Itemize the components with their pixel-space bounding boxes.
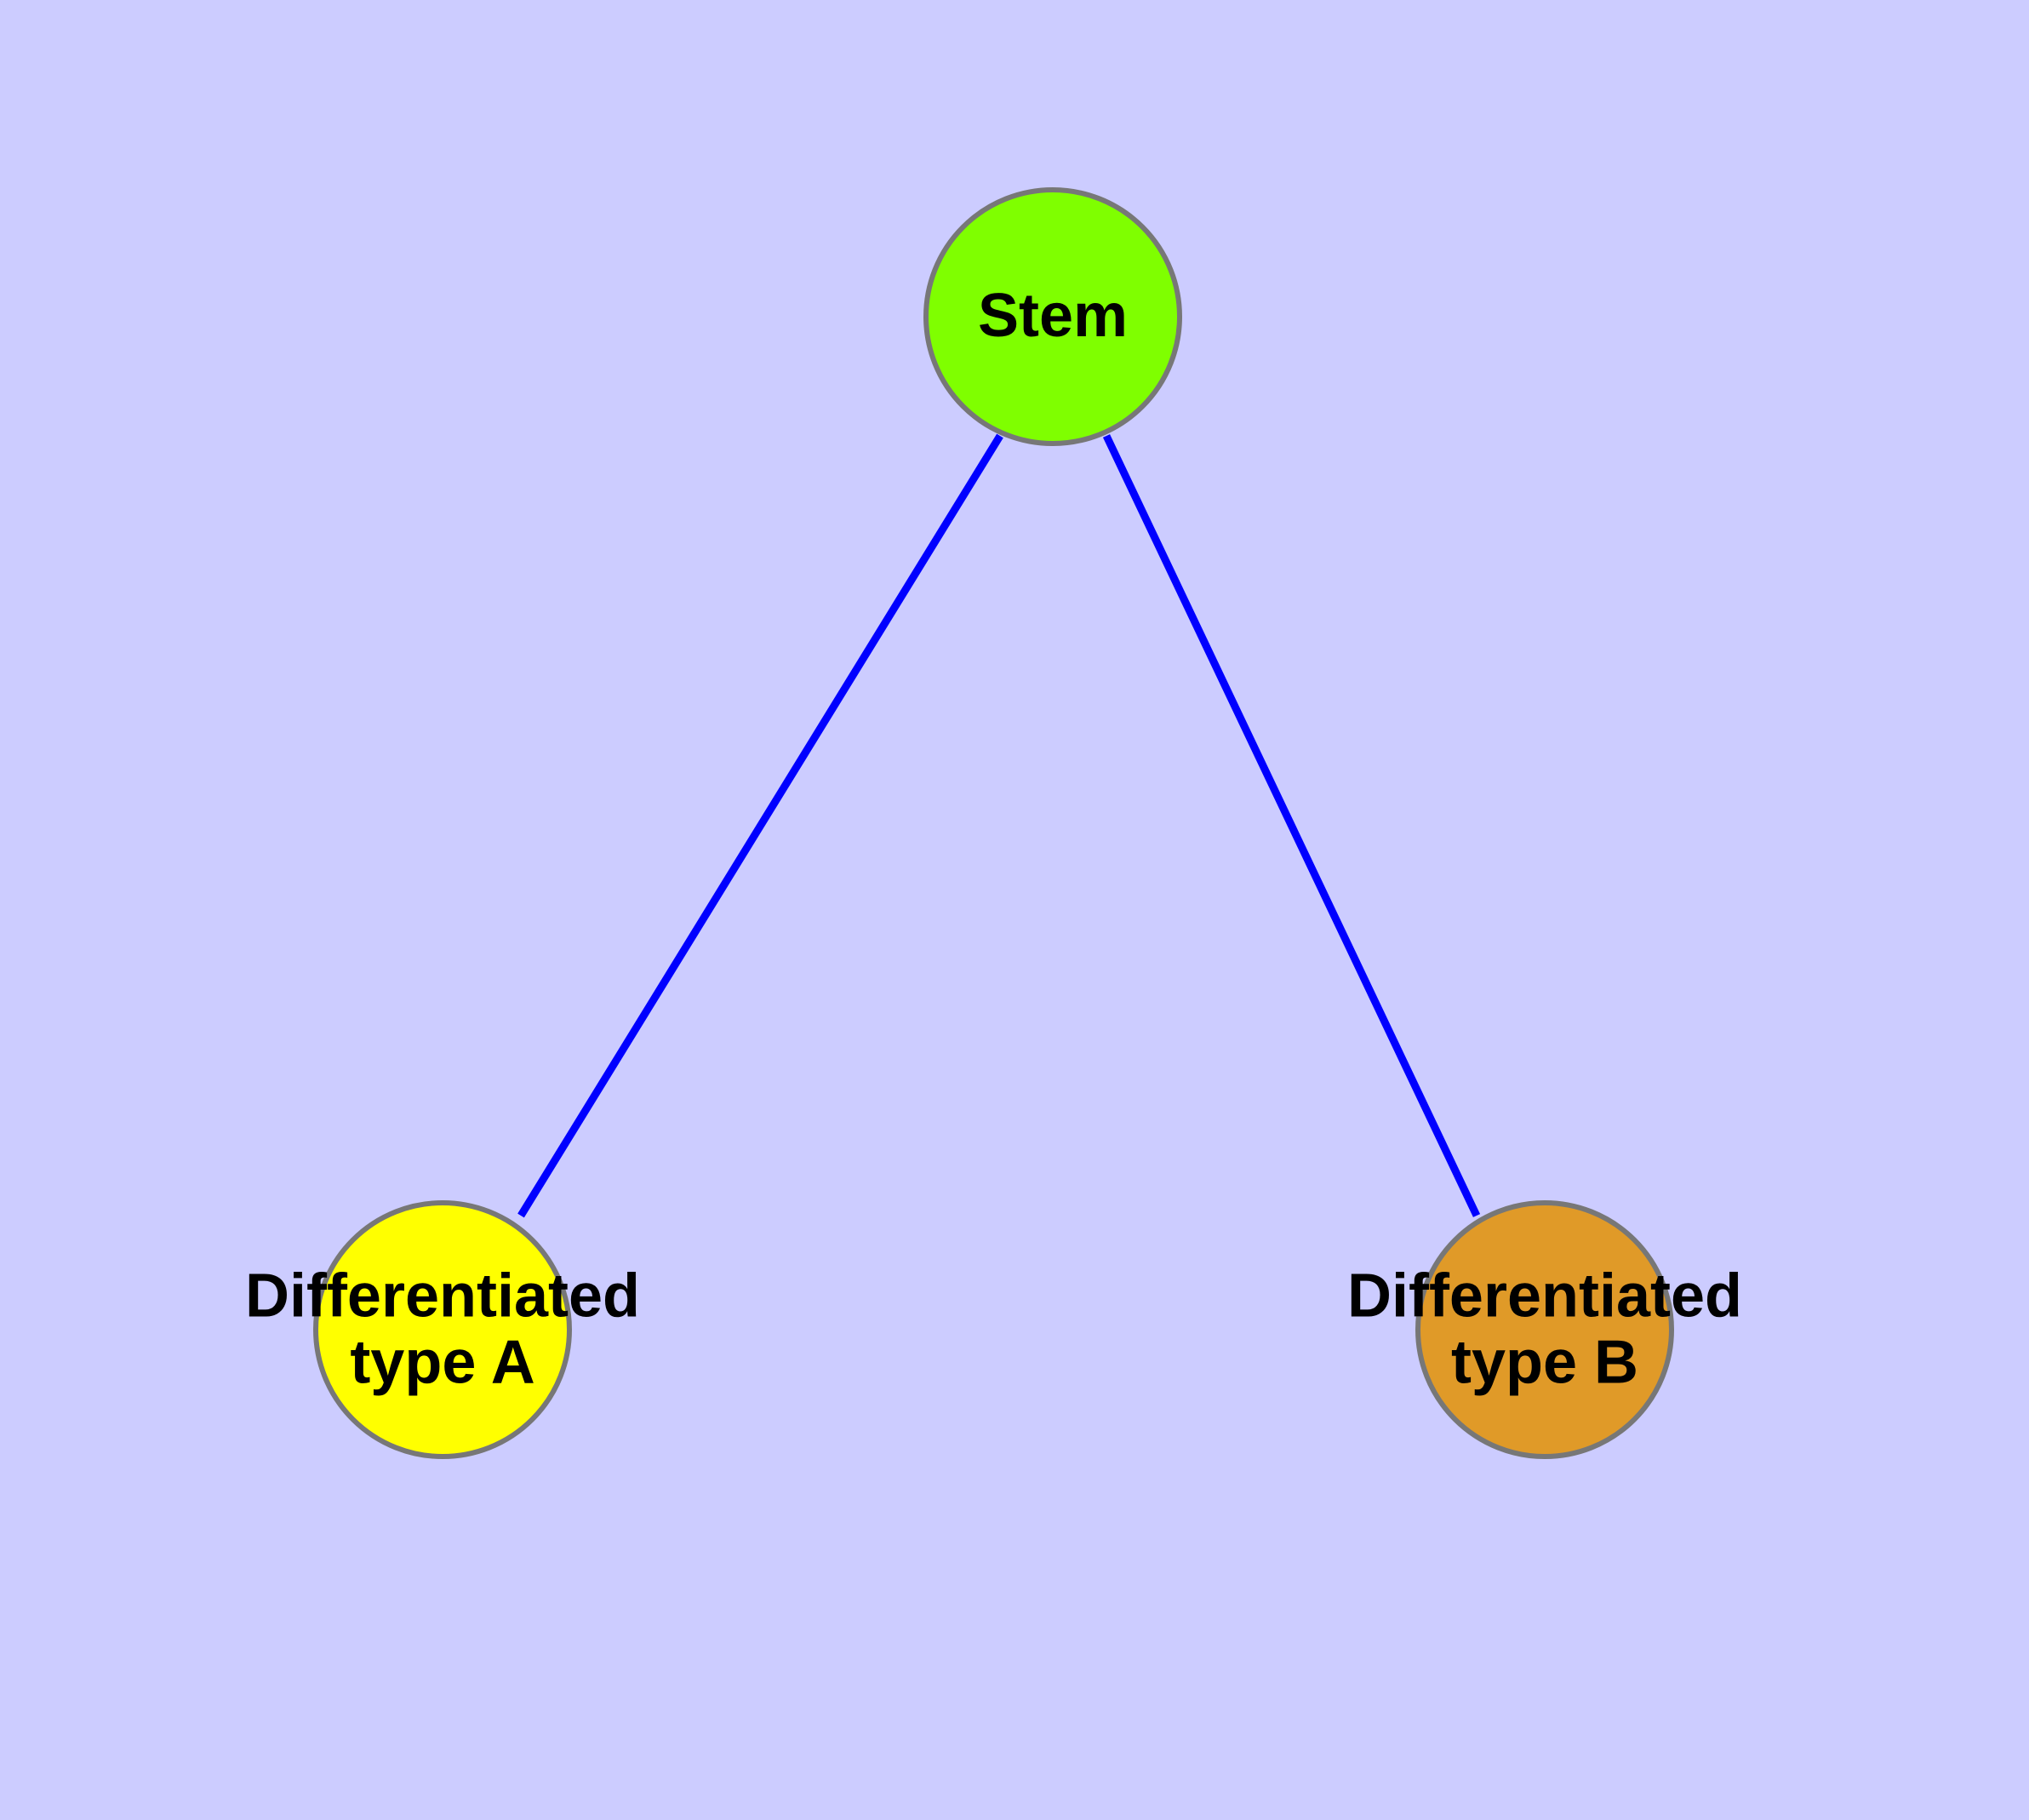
graph-node-diff-a[interactable] — [313, 1200, 572, 1459]
graph-node-diff-b[interactable] — [1415, 1200, 1674, 1459]
graph-edge-stem-to-diff-b[interactable] — [1102, 434, 1481, 1217]
graph-edge-stem-to-diff-a[interactable] — [517, 433, 1003, 1218]
graph-node-stem[interactable] — [923, 187, 1182, 446]
